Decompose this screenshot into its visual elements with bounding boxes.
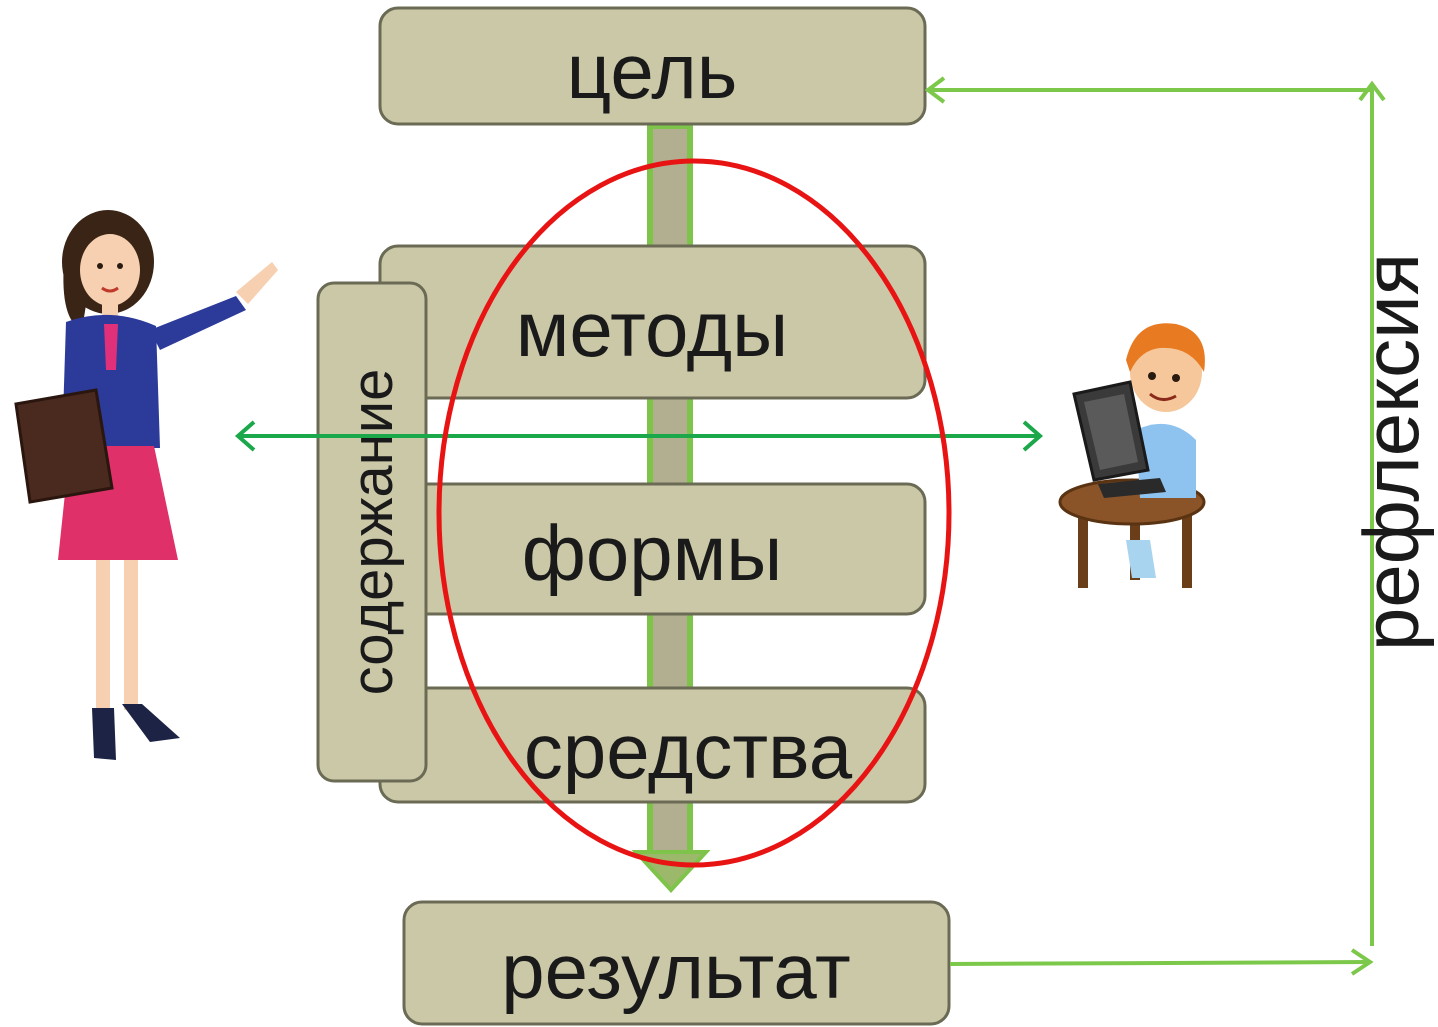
teacher-figure (14, 210, 278, 760)
content-box: содержание (316, 281, 428, 783)
goal-box: цель (378, 6, 927, 126)
interaction-arrow (234, 420, 1044, 452)
result-box: результат (402, 900, 951, 1026)
forms-label: формы (522, 509, 783, 597)
means-box: средства (378, 686, 927, 804)
reflection-loop (924, 76, 1386, 976)
goal-label: цель (567, 27, 738, 115)
methods-label: методы (516, 285, 789, 373)
highlight-ellipse (436, 158, 952, 868)
forms-box: формы (378, 482, 927, 616)
content-label: содержание (340, 369, 405, 696)
result-label: результат (501, 927, 851, 1015)
means-label: средства (524, 707, 853, 795)
reflection-label: рефлексия (1347, 253, 1435, 651)
student-at-computer-figure (1058, 323, 1206, 588)
